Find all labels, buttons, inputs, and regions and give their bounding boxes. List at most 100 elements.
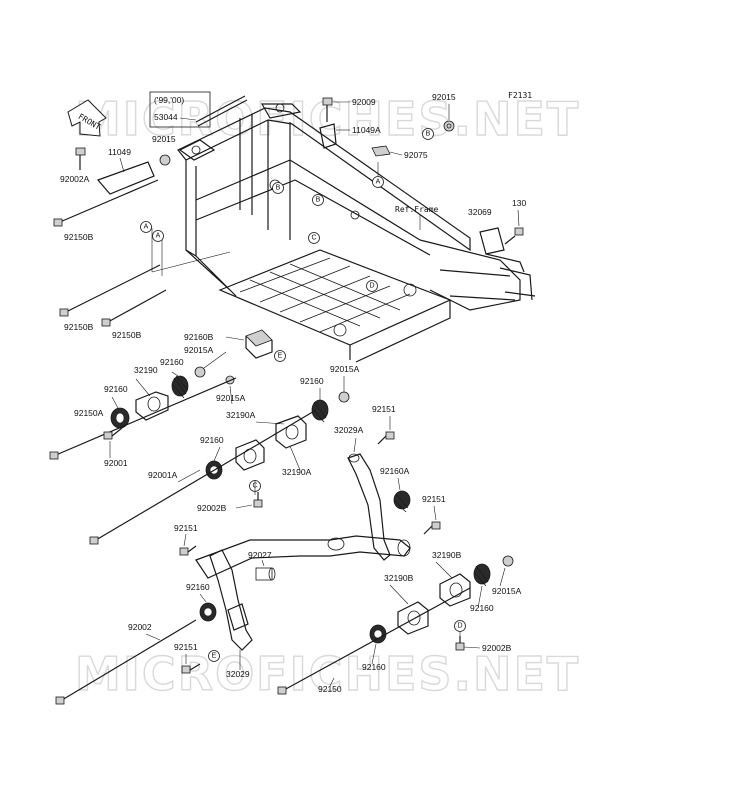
bolt-92151-1 bbox=[377, 431, 395, 445]
nut-92015A-4 bbox=[502, 555, 514, 567]
mount-92160B bbox=[245, 329, 273, 359]
figure-id: F2131 bbox=[508, 91, 532, 100]
bracket-11049 bbox=[96, 161, 155, 195]
bracket-32190B-1 bbox=[439, 573, 471, 607]
part-32190B-2: 32190B bbox=[384, 573, 414, 583]
part-92015A-2: 92015A bbox=[216, 393, 246, 403]
bolt-92150A bbox=[49, 377, 237, 460]
part-92160-4: 92160 bbox=[200, 435, 224, 445]
bracket-label: ('99,'00) bbox=[154, 95, 184, 105]
svg-text:C: C bbox=[311, 235, 316, 242]
part-11049: 11049 bbox=[108, 147, 131, 157]
callout-b-3: B bbox=[312, 194, 324, 206]
svg-text:A: A bbox=[376, 179, 381, 186]
part-92009: 92009 bbox=[352, 97, 376, 107]
bolt-92002A bbox=[75, 147, 86, 156]
svg-text:A: A bbox=[156, 233, 161, 240]
bolt-92001A bbox=[89, 409, 317, 545]
part-92015A-4: 92015A bbox=[492, 586, 522, 596]
bolt-92151-4 bbox=[181, 663, 201, 674]
cross-tube bbox=[195, 535, 411, 579]
callout-c-1: C bbox=[308, 232, 320, 244]
bushing-92160-5 bbox=[473, 563, 491, 587]
nut-92015A-1 bbox=[194, 366, 206, 378]
callout-d-2: D bbox=[454, 620, 466, 632]
part-92160-7: 92160 bbox=[186, 582, 210, 592]
svg-text:A: A bbox=[144, 224, 149, 231]
part-92027: 92027 bbox=[248, 550, 272, 560]
spacer-92027 bbox=[255, 567, 276, 581]
part-92150B-1: 92150B bbox=[64, 232, 94, 242]
part-92160-1: 92160 bbox=[160, 357, 184, 367]
nut-92015A-3 bbox=[338, 391, 350, 403]
pad-92075 bbox=[371, 145, 391, 157]
rod-53044 bbox=[195, 95, 248, 127]
part-92160-5: 92160 bbox=[470, 603, 494, 613]
callout-e-2: E bbox=[208, 650, 220, 662]
part-92015-top: 92015 bbox=[432, 92, 456, 102]
part-92160B: 92160B bbox=[184, 332, 214, 342]
part-32190B-1: 32190B bbox=[432, 550, 462, 560]
svg-text:E: E bbox=[278, 353, 283, 360]
svg-text:D: D bbox=[369, 283, 374, 290]
part-92151-3: 92151 bbox=[174, 523, 198, 533]
part-92002B-1: 92002B bbox=[197, 503, 227, 513]
part-92002: 92002 bbox=[128, 622, 152, 632]
bolt-92009 bbox=[322, 97, 333, 122]
part-32190A-1: 32190A bbox=[226, 410, 256, 420]
part-130: 130 bbox=[512, 198, 526, 208]
part-92150A: 92150A bbox=[74, 408, 104, 418]
part-92015A-3: 92015A bbox=[330, 364, 360, 374]
main-frame bbox=[177, 103, 536, 363]
callout-d-1: D bbox=[366, 280, 378, 292]
part-92150: 92150 bbox=[318, 684, 342, 694]
part-32190A-2: 32190A bbox=[282, 467, 312, 477]
bolt-130 bbox=[504, 227, 524, 245]
bolt-92151-2 bbox=[423, 521, 441, 535]
part-92151-4: 92151 bbox=[174, 642, 198, 652]
bracket-32190A-1 bbox=[275, 415, 307, 449]
part-92001: 92001 bbox=[104, 458, 128, 468]
bolt-92002B-1 bbox=[253, 492, 263, 508]
svg-text:B: B bbox=[426, 131, 431, 138]
part-32029: 32029 bbox=[226, 669, 250, 679]
bracket-32190 bbox=[135, 391, 169, 421]
bolt-92150B-3 bbox=[101, 289, 167, 327]
bolt-92150B-2 bbox=[59, 264, 161, 317]
svg-text:D: D bbox=[457, 623, 462, 630]
part-92160A: 92160A bbox=[380, 466, 410, 476]
callout-a-2: A bbox=[140, 221, 152, 233]
ref-frame-label: Ref.Frame bbox=[395, 205, 439, 214]
part-32029A: 32029A bbox=[334, 425, 364, 435]
part-92001A: 92001A bbox=[148, 470, 178, 480]
callout-b-2: B bbox=[272, 182, 284, 194]
bracket-32190B-2 bbox=[397, 601, 429, 635]
lever-32029 bbox=[209, 549, 253, 651]
clamp-32069 bbox=[479, 227, 525, 273]
watermark-bottom: MICROFICHES.NET bbox=[75, 647, 580, 701]
bolt-92150B-1 bbox=[53, 179, 159, 227]
part-92075: 92075 bbox=[404, 150, 428, 160]
svg-text:B: B bbox=[276, 185, 281, 192]
callout-a-1: A bbox=[372, 176, 384, 188]
bracket-11049A bbox=[319, 123, 337, 149]
bushing-92160-6 bbox=[369, 624, 387, 644]
bolt-92001 bbox=[103, 427, 123, 440]
part-92151-2: 92151 bbox=[422, 494, 446, 504]
part-92015-left: 92015 bbox=[152, 134, 176, 144]
bolt-92002 bbox=[55, 619, 197, 705]
part-53044: 53044 bbox=[154, 112, 178, 122]
callout-e-1: E bbox=[274, 350, 286, 362]
bushing-92160-1 bbox=[171, 375, 189, 399]
bolt-92151-3 bbox=[179, 545, 197, 556]
part-92160-6: 92160 bbox=[362, 662, 386, 672]
year-bracket: ('99,'00) bbox=[149, 91, 211, 128]
front-arrow-icon: FRONT bbox=[67, 99, 107, 137]
svg-text:E: E bbox=[212, 653, 217, 660]
nut-92015-left bbox=[159, 154, 171, 166]
part-11049A: 11049A bbox=[352, 125, 381, 135]
part-92160-3: 92160 bbox=[300, 376, 324, 386]
part-92150B-3: 92150B bbox=[112, 330, 142, 340]
bushing-92160A bbox=[393, 490, 411, 513]
